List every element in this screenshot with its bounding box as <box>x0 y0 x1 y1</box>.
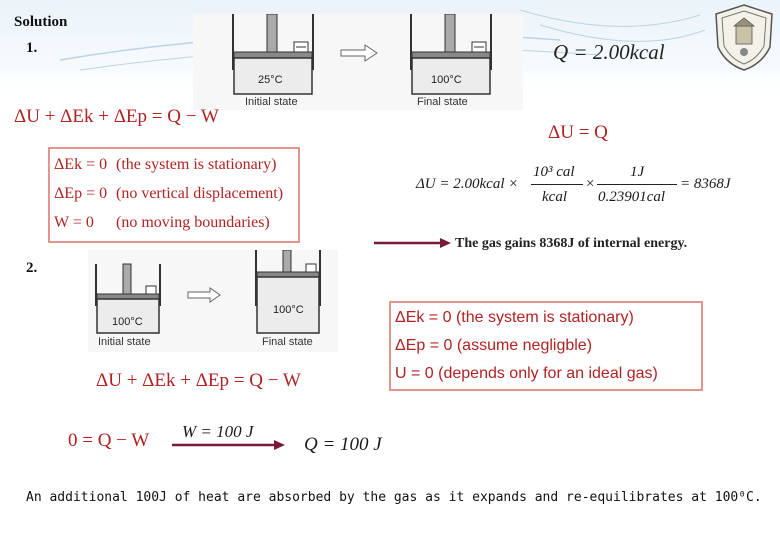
condition-reason-3: (no moving boundaries) <box>116 214 270 231</box>
condition-lhs: ΔEp = 0 <box>54 185 108 202</box>
condition-lhs: W = 0 <box>54 214 94 231</box>
condition-reason-1: (the system is stationary) <box>116 156 277 173</box>
part1-vessels <box>232 13 492 95</box>
result-statement: The gas gains 8368J of internal energy. <box>455 236 688 251</box>
conversion-result: = 8368J <box>680 176 731 192</box>
solution-heading: Solution <box>14 14 68 30</box>
part-1-number: 1. <box>26 40 38 56</box>
condition-row-2: ΔEp = 0 <box>54 178 107 209</box>
part2-vessels <box>95 249 321 334</box>
condition-row-2: ΔEp = 0 (assume negligble) <box>395 332 592 360</box>
conversion-den2: 0.23901cal <box>598 189 666 205</box>
part1-initial-temp: 25°C <box>258 74 283 86</box>
energy-balance-1: ΔU + ΔEk + ΔEp = Q − W <box>14 106 219 127</box>
condition-row-1: ΔEk = 0 <box>54 149 107 180</box>
condition-lhs: ΔEp = 0 <box>395 337 453 354</box>
condition-lhs: ΔEk = 0 <box>395 309 452 326</box>
work-arrow-icon <box>172 440 285 450</box>
process-arrow <box>340 44 378 62</box>
university-seal-logo <box>715 4 773 71</box>
process-arrow-2 <box>187 287 221 303</box>
part2-initial-label: Initial state <box>98 336 151 348</box>
fraction-bar-2 <box>597 184 677 185</box>
condition-row-3: U = 0 (depends only for an ideal gas) <box>395 360 658 388</box>
part1-initial-label: Initial state <box>245 96 298 108</box>
condition-row-1: ΔEk = 0 (the system is stationary) <box>395 304 634 332</box>
final-vessel-2 <box>255 249 321 334</box>
final-vessel <box>410 13 492 95</box>
condition-reason: (depends only for an ideal gas) <box>438 365 658 382</box>
part2-diagram: 100°C 100°C Initial state Final state <box>88 249 338 352</box>
condition-reason: (the system is stationary) <box>455 309 634 326</box>
du-equals-q: ΔU = Q <box>548 122 608 143</box>
part-2-number: 2. <box>26 260 38 276</box>
conversion-num2: 1J <box>630 164 645 180</box>
condition-reason: (assume negligble) <box>456 337 593 354</box>
part2-initial-temp: 100°C <box>112 316 143 328</box>
initial-vessel-2 <box>95 263 161 334</box>
condition-reason-2: (no vertical displacement) <box>116 185 284 202</box>
part1-final-label: Final state <box>417 96 468 108</box>
conversion-den1: kcal <box>542 189 567 205</box>
condition-lhs: ΔEk = 0 <box>54 156 108 173</box>
initial-vessel <box>232 13 314 95</box>
result-arrow-icon <box>374 238 451 248</box>
conversion-lhs: ΔU = 2.00kcal × <box>416 176 519 192</box>
q-given: Q = 2.00kcal <box>553 40 665 64</box>
fraction-bar-1 <box>531 184 583 185</box>
zero-equation: 0 = Q − W <box>68 430 150 451</box>
part2-final-label: Final state <box>262 336 313 348</box>
part2-conditions-box: ΔEk = 0 (the system is stationary) ΔEp =… <box>389 301 703 391</box>
part2-final-temp: 100°C <box>273 304 304 316</box>
work-value: W = 100 J <box>182 422 254 441</box>
heat-value: Q = 100 J <box>304 434 382 455</box>
part1-conditions-box: ΔEk = 0 (the system is stationary) ΔEp =… <box>48 147 300 243</box>
condition-lhs: U = 0 <box>395 365 434 382</box>
conversion-num1: 10³ cal <box>533 164 575 180</box>
energy-balance-2: ΔU + ΔEk + ΔEp = Q − W <box>96 370 301 391</box>
conclusion-text: An additional 100J of heat are absorbed … <box>26 490 762 505</box>
part1-final-temp: 100°C <box>431 74 462 86</box>
condition-row-3: W = 0 <box>54 207 94 238</box>
part1-diagram: 25°C 100°C Initial state Final state <box>193 13 523 110</box>
conversion-times: × <box>586 176 595 192</box>
